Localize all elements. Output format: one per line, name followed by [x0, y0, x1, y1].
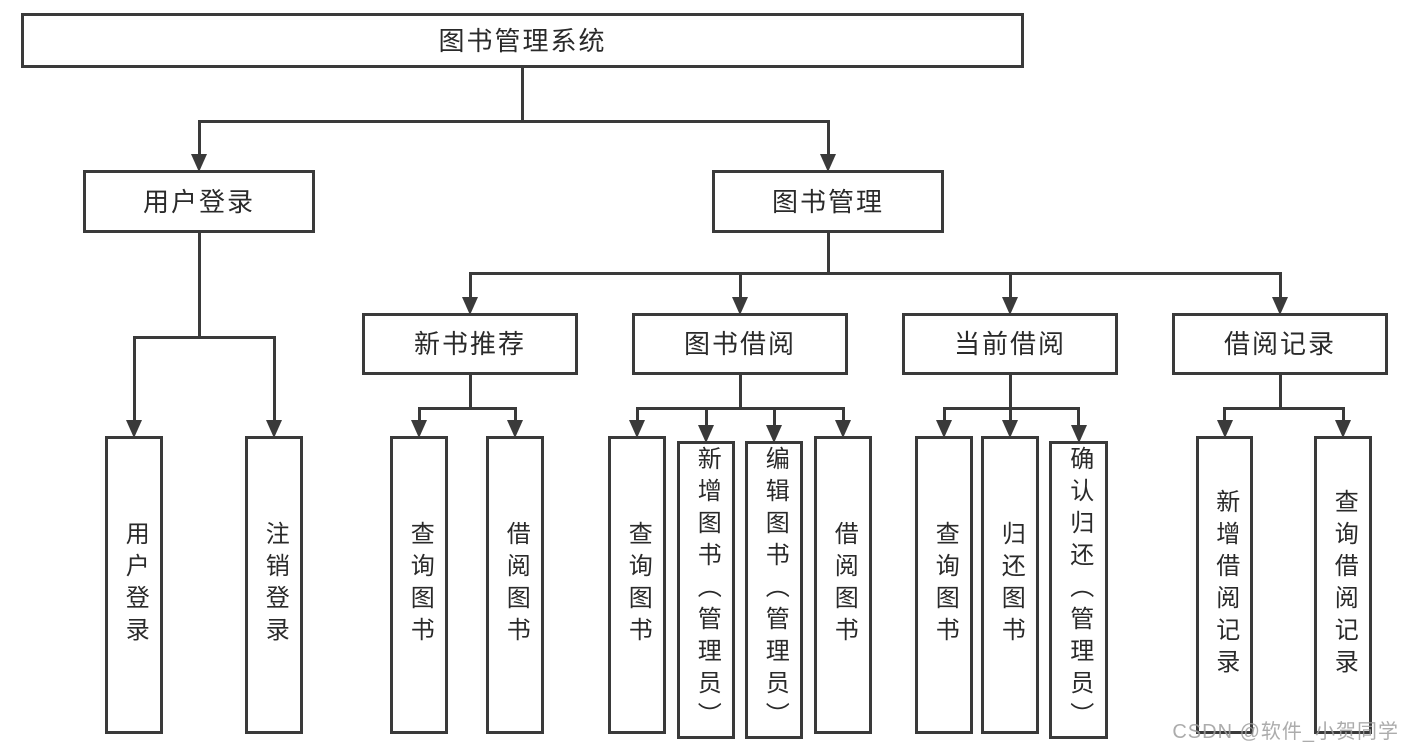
node-label-logout: 注销登录: [261, 521, 289, 649]
edge-stem-new-book-rec: [468, 375, 472, 410]
arrow-down-icon-cb-return: [1002, 420, 1018, 438]
arrow-down-icon-user-login-group: [191, 154, 207, 172]
node-root: 图书管理系统: [21, 13, 1024, 68]
csdn-watermark: CSDN @软件_小贺同学: [1172, 721, 1399, 743]
node-borrow-records: 借阅记录: [1172, 313, 1388, 375]
node-label-br-query: 查询借阅记录: [1330, 489, 1358, 681]
node-nb-query: 查询图书: [390, 436, 448, 734]
node-book-mgmt-group: 图书管理: [712, 170, 944, 233]
node-label-user-login: 用户登录: [121, 521, 149, 649]
edge-drop-book-mgmt-group: [826, 120, 830, 154]
edge-drop-borrow-records: [1278, 272, 1282, 297]
node-book-borrow: 图书借阅: [632, 313, 848, 375]
arrow-down-icon-bb-add: [698, 425, 714, 443]
arrow-down-icon-nb-borrow: [507, 420, 523, 438]
edge-stem-borrow-records: [1278, 375, 1282, 410]
edge-bus-user-login-group: [132, 336, 276, 339]
node-label-cb-confirm: 确认归还（管理员）: [1065, 446, 1093, 734]
edge-drop-cb-confirm: [1077, 407, 1080, 425]
edge-drop-bb-borrow: [841, 407, 845, 420]
edge-bus-book-borrow: [635, 407, 845, 410]
edge-drop-current-borrow: [1008, 272, 1012, 297]
node-user-login-group: 用户登录: [83, 170, 315, 233]
arrow-down-icon-bb-borrow: [835, 420, 851, 438]
arrow-down-icon-bb-edit: [766, 425, 782, 443]
node-label-br-add: 新增借阅记录: [1211, 489, 1239, 681]
edge-bus-root: [197, 120, 830, 123]
edge-bus-book-mgmt-group: [468, 272, 1282, 275]
node-cb-return: 归还图书: [981, 436, 1039, 734]
arrow-down-icon-borrow-records: [1272, 297, 1288, 315]
node-current-borrow: 当前借阅: [902, 313, 1118, 375]
edge-drop-logout: [272, 336, 276, 420]
edge-stem-current-borrow: [1008, 375, 1012, 410]
arrow-down-icon-cb-query: [936, 420, 952, 438]
node-logout: 注销登录: [245, 436, 303, 734]
edge-drop-user-login-group: [197, 120, 201, 154]
edge-drop-nb-query: [417, 407, 421, 420]
edge-drop-cb-query: [942, 407, 946, 420]
node-label-nb-borrow: 借阅图书: [502, 521, 530, 649]
arrow-down-icon-book-mgmt-group: [820, 154, 836, 172]
edge-stem-user-login-group: [197, 233, 201, 339]
node-br-add: 新增借阅记录: [1196, 436, 1253, 734]
arrow-down-icon-user-login: [126, 420, 142, 438]
node-label-book-borrow: 图书借阅: [683, 329, 796, 359]
arrow-down-icon-logout: [266, 420, 282, 438]
arrow-down-icon-nb-query: [411, 420, 427, 438]
edge-bus-borrow-records: [1223, 407, 1345, 410]
node-bb-add: 新增图书（管理员）: [677, 441, 735, 739]
arrow-down-icon-current-borrow: [1002, 297, 1018, 315]
edge-drop-user-login: [132, 336, 136, 420]
node-label-cb-return: 归还图书: [997, 521, 1025, 649]
node-label-bb-add: 新增图书（管理员）: [693, 446, 721, 734]
node-user-login: 用户登录: [105, 436, 163, 734]
arrow-down-icon-br-query: [1335, 420, 1351, 438]
node-label-bb-edit: 编辑图书（管理员）: [761, 446, 789, 734]
edge-stem-book-borrow: [738, 375, 742, 410]
edge-drop-br-query: [1341, 407, 1345, 420]
node-new-book-rec: 新书推荐: [362, 313, 578, 375]
edge-drop-new-book-rec: [468, 272, 472, 297]
edge-bus-new-book-rec: [417, 407, 517, 410]
node-label-borrow-records: 借阅记录: [1223, 329, 1336, 359]
edge-drop-book-borrow: [738, 272, 742, 297]
edge-drop-bb-edit: [772, 407, 776, 425]
node-label-new-book-rec: 新书推荐: [413, 329, 526, 359]
arrow-down-icon-book-borrow: [732, 297, 748, 315]
node-cb-confirm: 确认归还（管理员）: [1049, 441, 1108, 739]
node-bb-borrow: 借阅图书: [814, 436, 872, 734]
node-label-bb-borrow: 借阅图书: [830, 521, 858, 649]
edge-drop-br-add: [1223, 407, 1226, 420]
arrow-down-icon-br-add: [1216, 420, 1233, 438]
edge-stem-book-mgmt-group: [826, 233, 830, 275]
node-bb-edit: 编辑图书（管理员）: [745, 441, 803, 739]
edge-drop-bb-query: [635, 407, 639, 420]
node-label-bb-query: 查询图书: [624, 521, 652, 649]
edge-drop-bb-add: [704, 407, 708, 425]
node-label-current-borrow: 当前借阅: [953, 329, 1066, 359]
node-bb-query: 查询图书: [608, 436, 666, 734]
node-label-cb-query: 查询图书: [931, 521, 959, 649]
node-cb-query: 查询图书: [915, 436, 973, 734]
edge-drop-cb-return: [1008, 407, 1012, 420]
arrow-down-icon-new-book-rec: [462, 297, 478, 315]
arrow-down-icon-cb-confirm: [1070, 425, 1087, 443]
node-label-book-mgmt-group: 图书管理: [771, 186, 884, 217]
edge-stem-root: [521, 68, 524, 123]
node-label-user-login-group: 用户登录: [142, 186, 255, 217]
node-nb-borrow: 借阅图书: [486, 436, 544, 734]
node-br-query: 查询借阅记录: [1314, 436, 1372, 734]
node-label-root: 图书管理系统: [438, 25, 607, 56]
node-label-nb-query: 查询图书: [406, 521, 434, 649]
arrow-down-icon-bb-query: [629, 420, 645, 438]
edge-drop-nb-borrow: [513, 407, 517, 420]
